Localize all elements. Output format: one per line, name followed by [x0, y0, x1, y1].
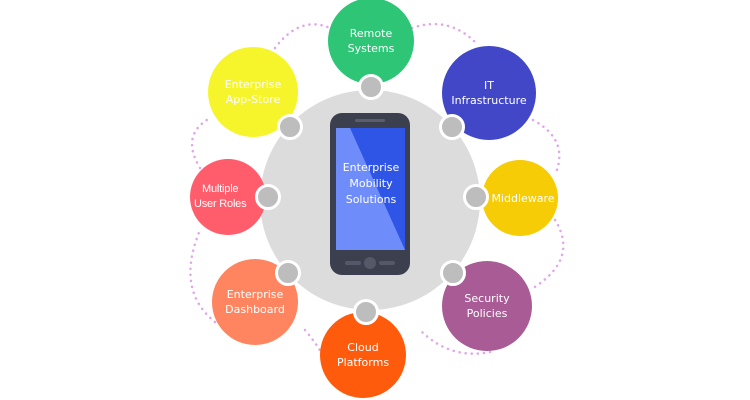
- connector-dot: [353, 299, 379, 325]
- phone-button-left: [345, 261, 361, 265]
- node-label: Middleware: [491, 191, 554, 206]
- screen-highlight: [336, 128, 405, 250]
- center-label-line: Solutions: [345, 193, 397, 206]
- connector-dot: [358, 74, 384, 100]
- dotted-arc: [531, 118, 561, 177]
- node-label-line: Platforms: [336, 356, 390, 369]
- connector-dot: [440, 260, 466, 286]
- connector-dot: [463, 184, 489, 210]
- node-label-line: Systems: [347, 42, 395, 55]
- connector-dot: [277, 114, 303, 140]
- node-label-line: Security: [464, 292, 510, 305]
- connector-dot: [439, 114, 465, 140]
- node-middleware: Middleware: [482, 160, 558, 236]
- dotted-arc: [273, 23, 332, 50]
- dotted-arc: [190, 116, 212, 170]
- center-label-line: Enterprise: [342, 161, 400, 174]
- dotted-arc: [410, 22, 480, 47]
- node-label-line: Dashboard: [225, 303, 285, 316]
- center-label: Enterprise Mobility Solutions: [336, 160, 406, 208]
- phone-button-right: [379, 261, 395, 265]
- home-button: [364, 257, 376, 269]
- node-label-line: Middleware: [491, 191, 555, 205]
- node-label-line: Enterprise: [226, 288, 284, 301]
- dotted-arc: [418, 328, 492, 355]
- dotted-arc: [528, 218, 565, 292]
- connector-dot: [255, 184, 281, 210]
- node-label-line: Remote: [349, 27, 393, 40]
- center-label-line: Mobility: [349, 177, 393, 190]
- node-label-line: Infrastructure: [451, 94, 527, 107]
- node-label-line: Cloud: [347, 341, 379, 354]
- node-label-line: IT: [484, 79, 494, 92]
- connector-dot: [275, 260, 301, 286]
- node-label-line: App-Store: [225, 93, 281, 106]
- dotted-arc: [189, 228, 217, 324]
- node-label-line: Policies: [466, 307, 508, 320]
- phone: [330, 113, 410, 275]
- node-label-line: User Roles: [194, 198, 247, 210]
- node-label: IT Infrastructure: [451, 78, 526, 108]
- phone-speaker: [355, 119, 385, 122]
- node-label-line: Enterprise: [224, 78, 282, 91]
- node-label-line: Multiple: [202, 183, 239, 195]
